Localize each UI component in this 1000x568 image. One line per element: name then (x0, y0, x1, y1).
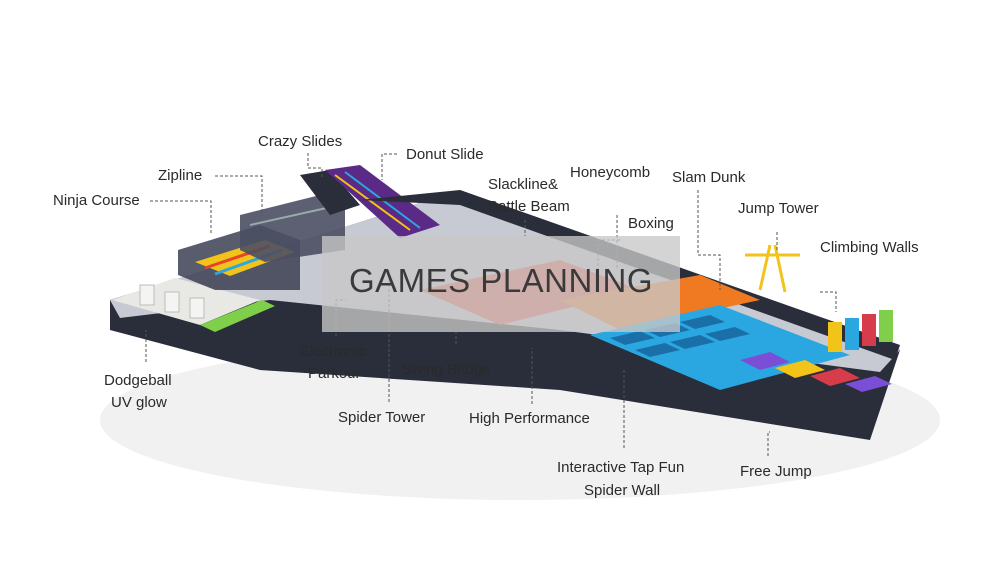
label-parkour: Parkour (308, 365, 361, 382)
label-electronic: Electronic (300, 343, 366, 360)
label-free-jump: Free Jump (740, 463, 812, 480)
label-jump-tower: Jump Tower (738, 200, 819, 217)
room-block (189, 297, 205, 319)
title-band (322, 236, 680, 332)
label-boxing: Boxing (628, 215, 674, 232)
free-jump-lanes (740, 352, 892, 392)
label-spider-tower: Spider Tower (338, 409, 426, 426)
label-swing-bridge: Swing Bridge (402, 361, 491, 378)
label-donut-slide: Donut Slide (406, 146, 484, 163)
label-slam-dunk: Slam Dunk (672, 169, 746, 186)
label-high-performance: High Performance (469, 410, 590, 427)
room-block (139, 284, 155, 306)
label-uv-glow: UV glow (111, 394, 167, 411)
label-dodgeball: Dodgeball (104, 372, 172, 389)
label-climbing-walls: Climbing Walls (820, 239, 919, 256)
jump-tower (745, 244, 800, 293)
label-battle-beam: Battle Beam (488, 198, 570, 215)
label-ninja-course: Ninja Course (53, 192, 140, 209)
slide-tower (300, 170, 360, 215)
climbing-walls (828, 310, 893, 352)
zipline-structure (240, 195, 345, 262)
slide-stripe (334, 174, 411, 231)
label-honeycomb: Honeycomb (570, 164, 651, 181)
label-spider-wall: Spider Wall (584, 482, 661, 499)
diagram-title: GAMES PLANNING (348, 262, 654, 299)
label-zipline: Zipline (158, 167, 203, 184)
room-block (164, 291, 180, 313)
uv-zone-floor (200, 300, 275, 332)
label-slackline: Slackline& (488, 176, 559, 193)
label-interactive-tap-fun: Interactive Tap Fun (557, 459, 685, 476)
label-crazy-slides: Crazy Slides (258, 133, 343, 150)
crazy-slide (325, 165, 440, 238)
